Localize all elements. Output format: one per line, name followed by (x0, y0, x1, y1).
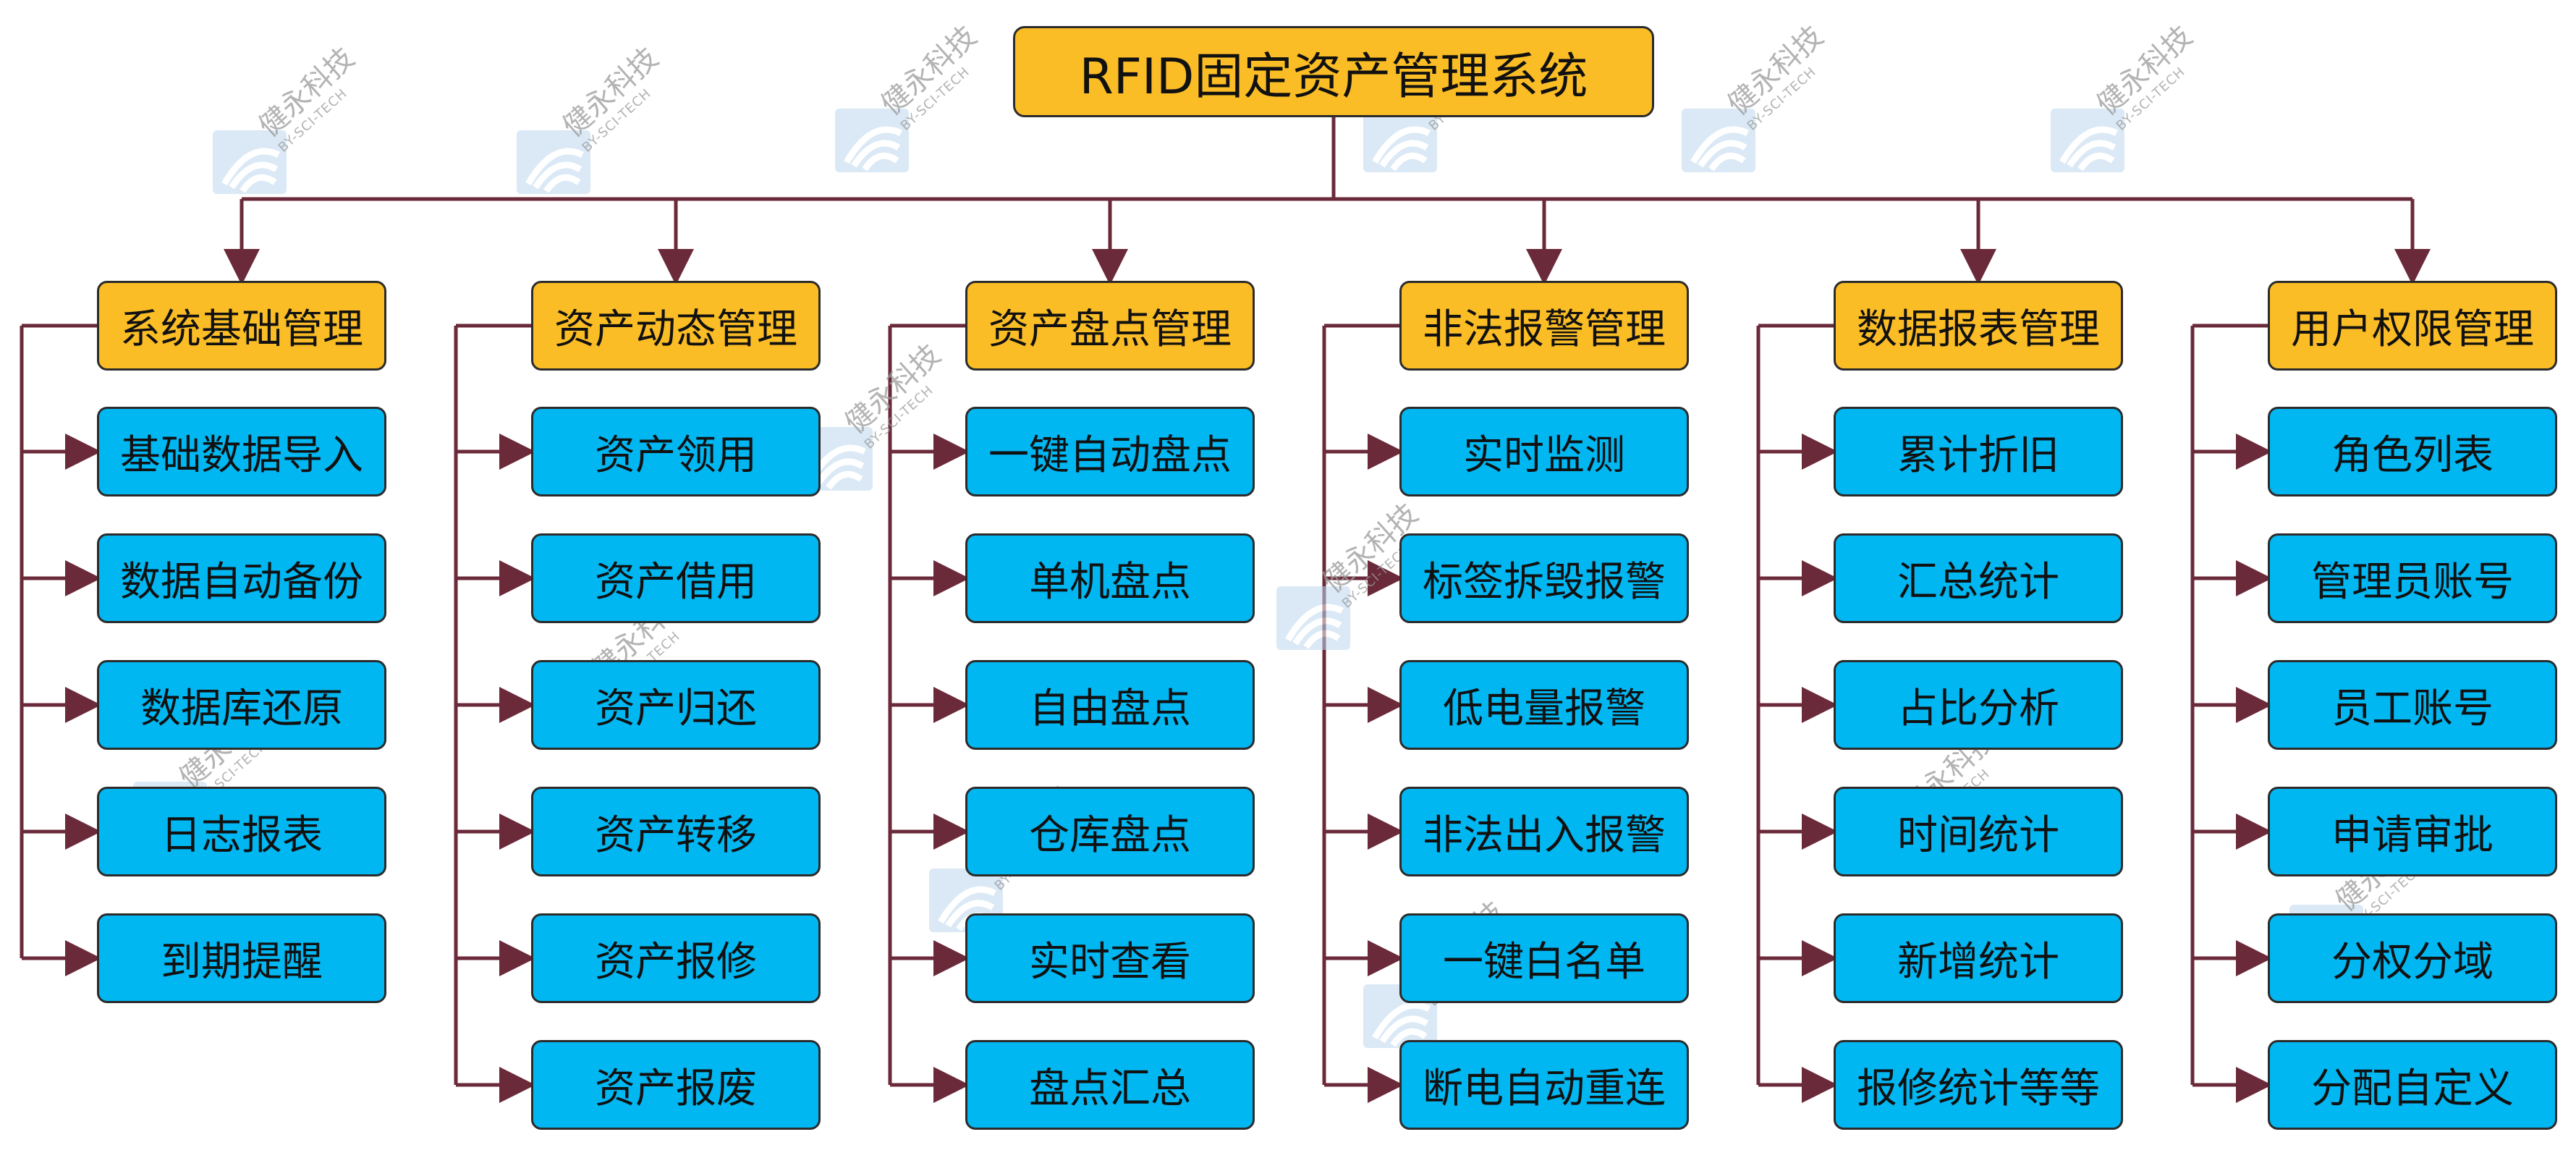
item-box: 资产归还 (531, 660, 821, 750)
item-label: 一键自动盘点 (988, 431, 1232, 479)
item-box: 一键白名单 (1399, 913, 1689, 1003)
item-label: 盘点汇总 (1029, 1065, 1191, 1112)
category-box: 非法报警管理 (1399, 281, 1689, 371)
item-label: 资产归还 (595, 685, 757, 732)
item-box: 累计折旧 (1834, 407, 2123, 496)
category-label: 系统基础管理 (120, 305, 363, 353)
item-label: 累计折旧 (1897, 431, 2059, 479)
item-box: 一键自动盘点 (965, 407, 1255, 496)
item-box: 报修统计等等 (1834, 1040, 2123, 1130)
item-box: 自由盘点 (965, 660, 1255, 750)
item-label: 员工账号 (2331, 685, 2494, 732)
item-box: 日志报表 (97, 787, 386, 876)
item-box: 新增统计 (1834, 913, 2123, 1003)
item-box: 非法出入报警 (1399, 787, 1689, 876)
item-label: 汇总统计 (1897, 558, 2059, 606)
category-label: 用户权限管理 (2291, 305, 2534, 353)
item-box: 管理员账号 (2268, 533, 2557, 623)
item-label: 角色列表 (2331, 431, 2494, 479)
item-label: 资产领用 (595, 431, 757, 479)
item-label: 实时监测 (1463, 431, 1625, 479)
category-box: 资产盘点管理 (965, 281, 1255, 371)
item-label: 标签拆毁报警 (1423, 558, 1666, 606)
item-label: 资产借用 (595, 558, 757, 606)
item-label: 非法出入报警 (1423, 811, 1666, 859)
item-label: 资产转移 (595, 811, 757, 859)
item-label: 新增统计 (1897, 938, 2059, 986)
item-label: 实时查看 (1029, 938, 1191, 986)
item-label: 数据库还原 (140, 685, 343, 732)
item-box: 标签拆毁报警 (1399, 533, 1689, 623)
item-box: 员工账号 (2268, 660, 2557, 750)
item-box: 数据自动备份 (97, 533, 386, 623)
item-label: 一键白名单 (1443, 938, 1645, 986)
category-label: 资产动态管理 (554, 305, 797, 353)
item-label: 断电自动重连 (1423, 1065, 1666, 1112)
category-label: 资产盘点管理 (988, 305, 1232, 353)
item-box: 角色列表 (2268, 407, 2557, 496)
item-label: 资产报修 (595, 938, 757, 986)
category-label: 非法报警管理 (1423, 305, 1666, 353)
item-box: 分配自定义 (2268, 1040, 2557, 1130)
category-label: 数据报表管理 (1857, 305, 2100, 353)
item-label: 管理员账号 (2311, 558, 2514, 606)
root-title: RFID固定资产管理系统 (1079, 48, 1588, 106)
item-label: 报修统计等等 (1857, 1065, 2100, 1112)
category-box: 用户权限管理 (2268, 281, 2557, 371)
item-label: 分权分域 (2331, 938, 2494, 986)
category-box: 数据报表管理 (1834, 281, 2123, 371)
item-box: 数据库还原 (97, 660, 386, 750)
category-box: 系统基础管理 (97, 281, 386, 371)
category-box: 资产动态管理 (531, 281, 821, 371)
item-box: 到期提醒 (97, 913, 386, 1003)
item-box: 单机盘点 (965, 533, 1255, 623)
item-box: 资产报废 (531, 1040, 821, 1130)
item-label: 仓库盘点 (1029, 811, 1191, 859)
item-box: 资产领用 (531, 407, 821, 496)
item-box: 时间统计 (1834, 787, 2123, 876)
item-box: 低电量报警 (1399, 660, 1689, 750)
item-box: 资产转移 (531, 787, 821, 876)
item-box: 分权分域 (2268, 913, 2557, 1003)
item-box: 占比分析 (1834, 660, 2123, 750)
item-label: 低电量报警 (1443, 685, 1645, 732)
item-box: 仓库盘点 (965, 787, 1255, 876)
item-box: 申请审批 (2268, 787, 2557, 876)
item-box: 资产借用 (531, 533, 821, 623)
item-box: 断电自动重连 (1399, 1040, 1689, 1130)
item-box: 资产报修 (531, 913, 821, 1003)
item-box: 基础数据导入 (97, 407, 386, 496)
item-label: 数据自动备份 (120, 558, 363, 606)
item-label: 分配自定义 (2311, 1065, 2514, 1112)
item-label: 资产报废 (595, 1065, 757, 1112)
item-label: 占比分析 (1897, 685, 2059, 732)
item-label: 自由盘点 (1029, 685, 1191, 732)
item-box: 实时监测 (1399, 407, 1689, 496)
item-label: 基础数据导入 (120, 431, 363, 479)
item-box: 盘点汇总 (965, 1040, 1255, 1130)
root-title-box: RFID固定资产管理系统 (1013, 26, 1654, 117)
item-label: 申请审批 (2331, 811, 2494, 859)
item-box: 实时查看 (965, 913, 1255, 1003)
item-label: 日志报表 (161, 811, 323, 859)
item-label: 到期提醒 (161, 938, 323, 986)
item-label: 时间统计 (1897, 811, 2059, 859)
item-box: 汇总统计 (1834, 533, 2123, 623)
item-label: 单机盘点 (1029, 558, 1191, 606)
